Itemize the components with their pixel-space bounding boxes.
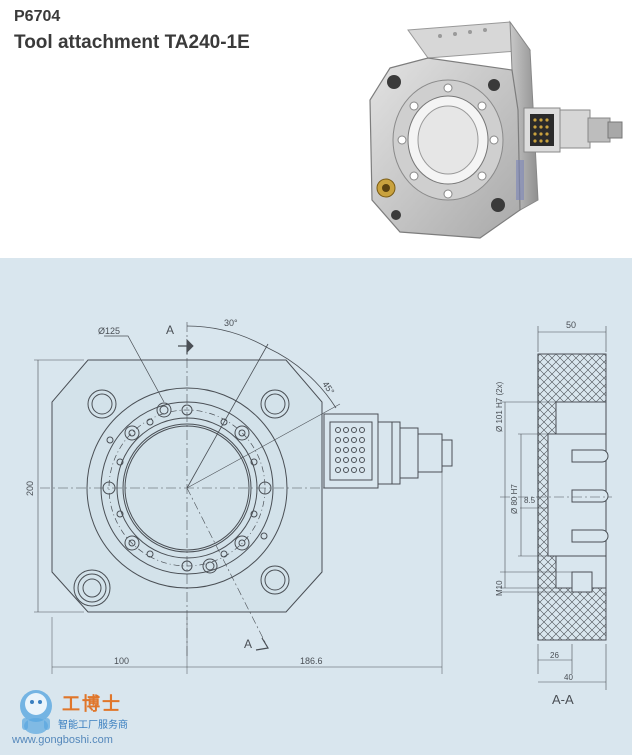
dim-d85: 8.5 (524, 496, 536, 505)
section-a-top: A (166, 323, 174, 337)
fitting (73, 569, 111, 607)
corner-holes (87, 389, 290, 595)
product-code: P6704 (14, 8, 61, 25)
watermark-brand: 工博士 (62, 694, 122, 715)
dim-d101: Ø 101 H7 (2x) (495, 381, 504, 432)
dim-w100: 100 (114, 656, 129, 666)
section-view (500, 326, 612, 690)
connector-drawing (323, 413, 453, 489)
dim-w40: 40 (564, 673, 573, 682)
dim-m10: M10 (495, 580, 504, 596)
product-3d-render (369, 20, 623, 239)
technical-drawing: Ø125 A A 30° 45° 200 100 186.6 (0, 262, 632, 755)
product-header-panel: P6704 Tool attachment TA240-1E (0, 0, 632, 258)
dim-height200: 200 (25, 481, 35, 496)
watermark-tagline: 智能工厂服务商 (58, 720, 128, 731)
section-label: A-A (552, 692, 574, 707)
dim-w186: 186.6 (300, 656, 323, 666)
dim-angle45: 45° (320, 379, 336, 396)
mascot-logo (20, 690, 52, 734)
front-view (34, 322, 453, 674)
dim-angle30: 30° (224, 318, 238, 328)
section-a-bottom: A (244, 637, 252, 651)
dim-d80: Ø 80 H7 (510, 484, 519, 514)
watermark-url: www.gongboshi.com (12, 734, 113, 746)
product-title: Tool attachment TA240-1E (14, 32, 250, 53)
dim-w26: 26 (550, 651, 559, 660)
dim-w50: 50 (566, 320, 576, 330)
dim-d125: Ø125 (98, 326, 120, 336)
